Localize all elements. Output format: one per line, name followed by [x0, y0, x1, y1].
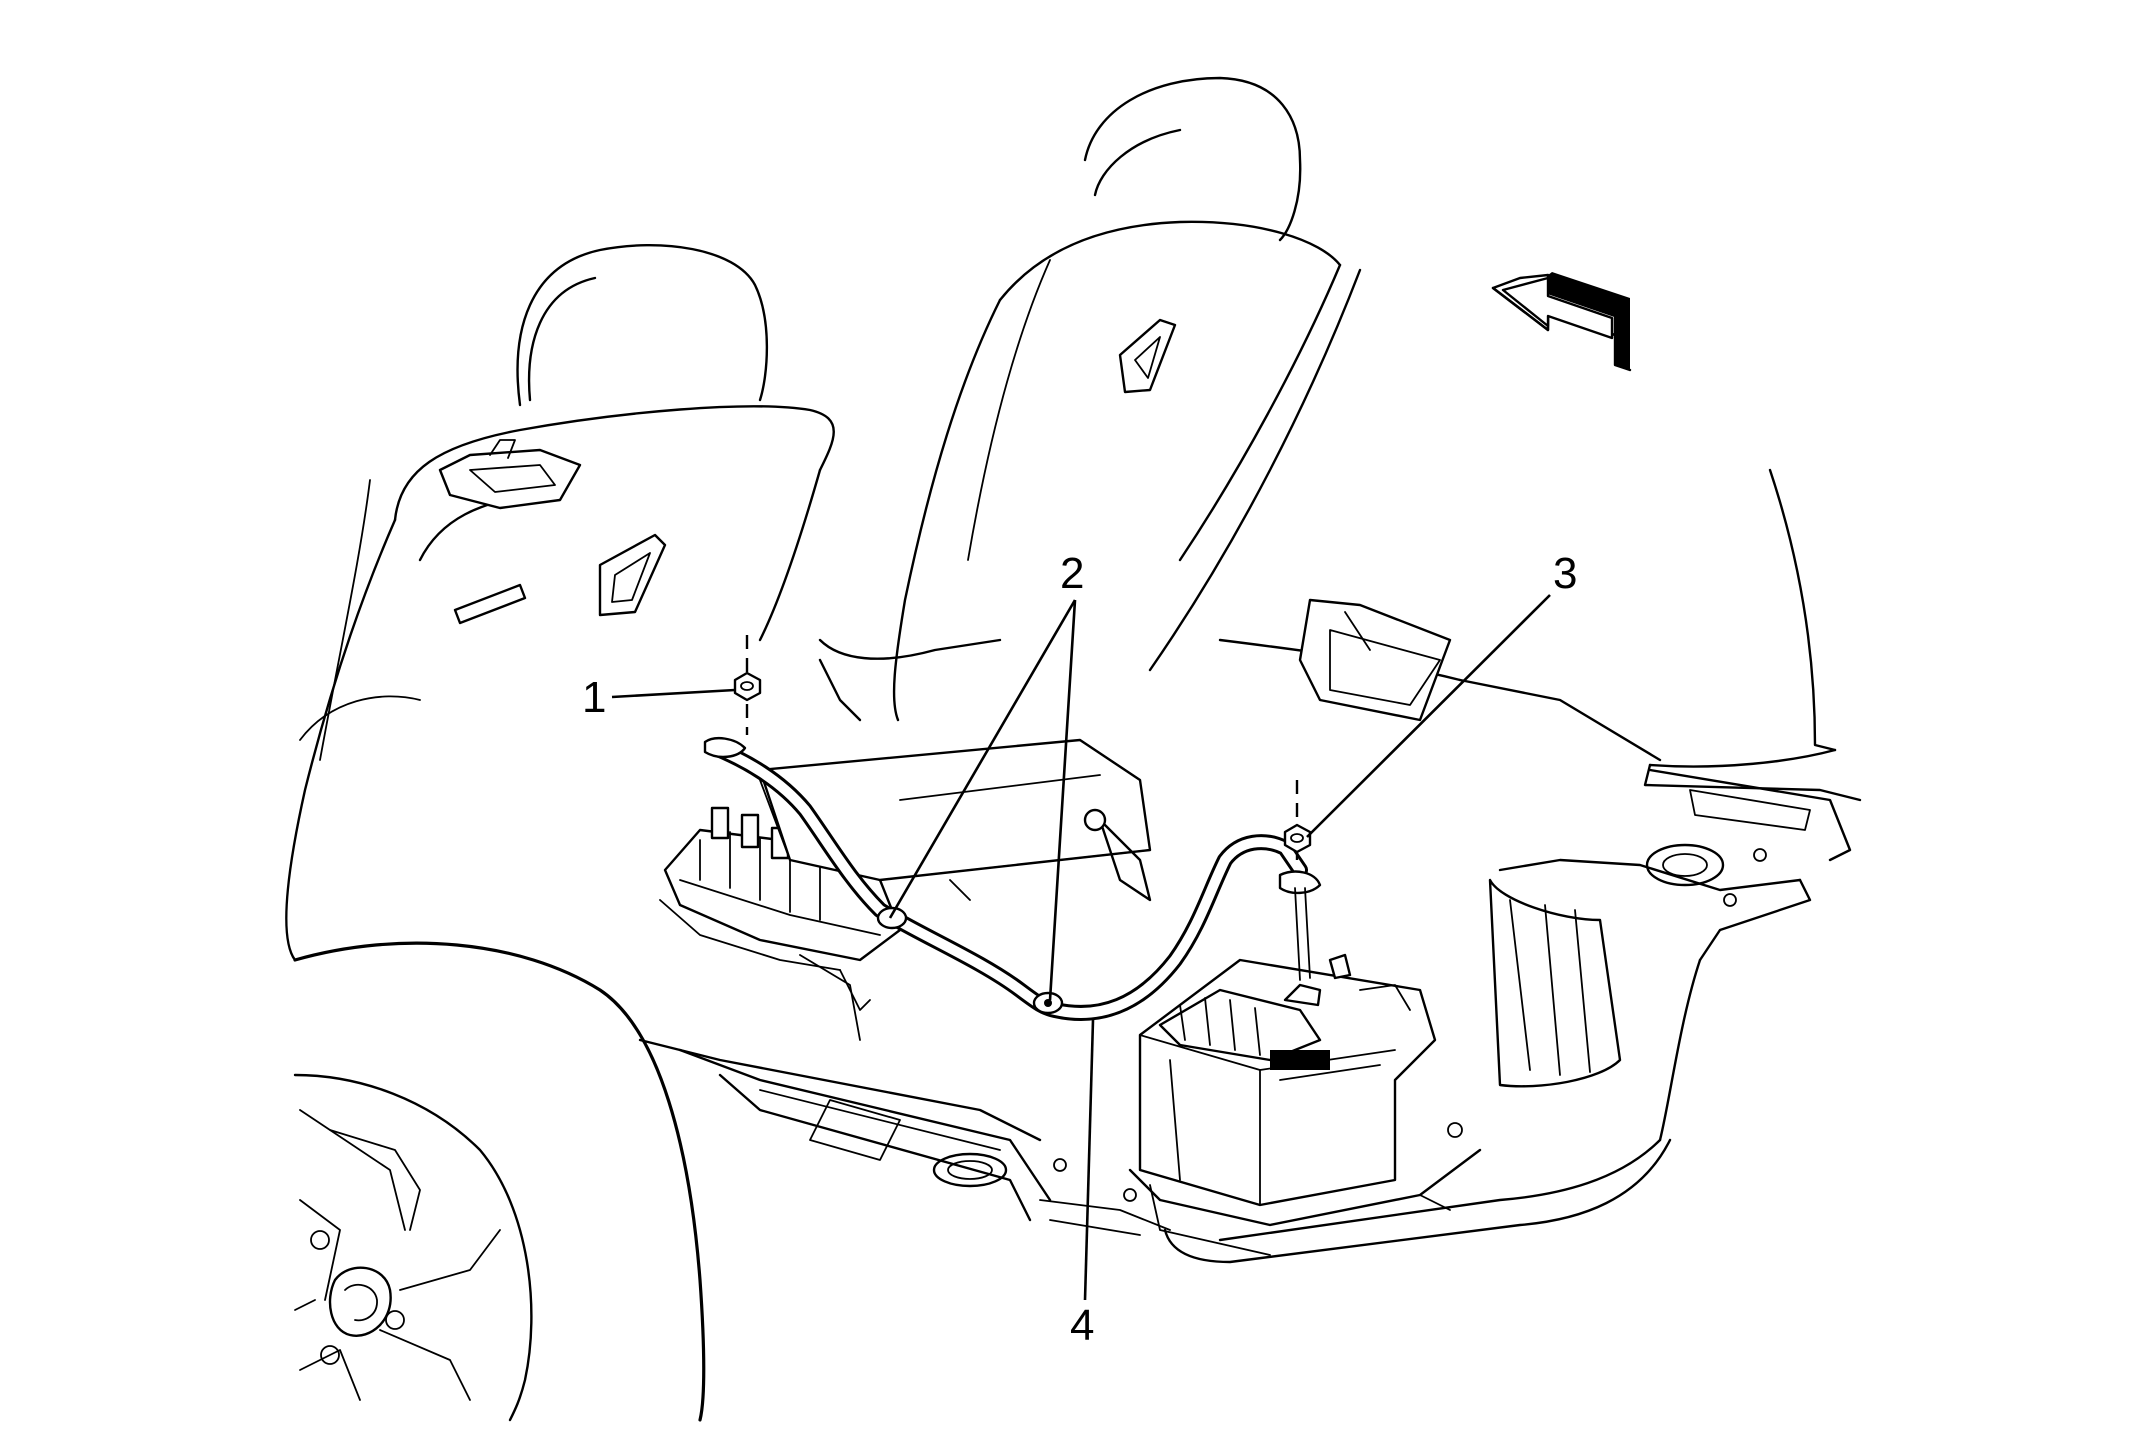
body-side-trim	[1148, 268, 1862, 802]
center-module	[758, 738, 1152, 902]
fastener-1	[733, 635, 762, 735]
front-direction-arrow-icon	[1491, 272, 1632, 372]
battery-cable	[703, 736, 1322, 1021]
nut-icon	[733, 671, 762, 702]
battery	[1128, 953, 1482, 1256]
fastener-3	[1283, 780, 1312, 860]
callout-2-label: 2	[1060, 549, 1084, 598]
callout-1-label: 1	[582, 673, 606, 722]
left-seat-back	[285, 244, 835, 962]
callout-leaders	[611, 594, 1551, 1301]
callout-4-label: 4	[1070, 1301, 1094, 1350]
floor-structure	[638, 598, 1852, 1264]
wheel	[293, 941, 706, 1422]
callout-3-label: 3	[1553, 549, 1577, 598]
nut-icon	[1283, 823, 1312, 854]
right-seat-back	[892, 76, 1342, 722]
